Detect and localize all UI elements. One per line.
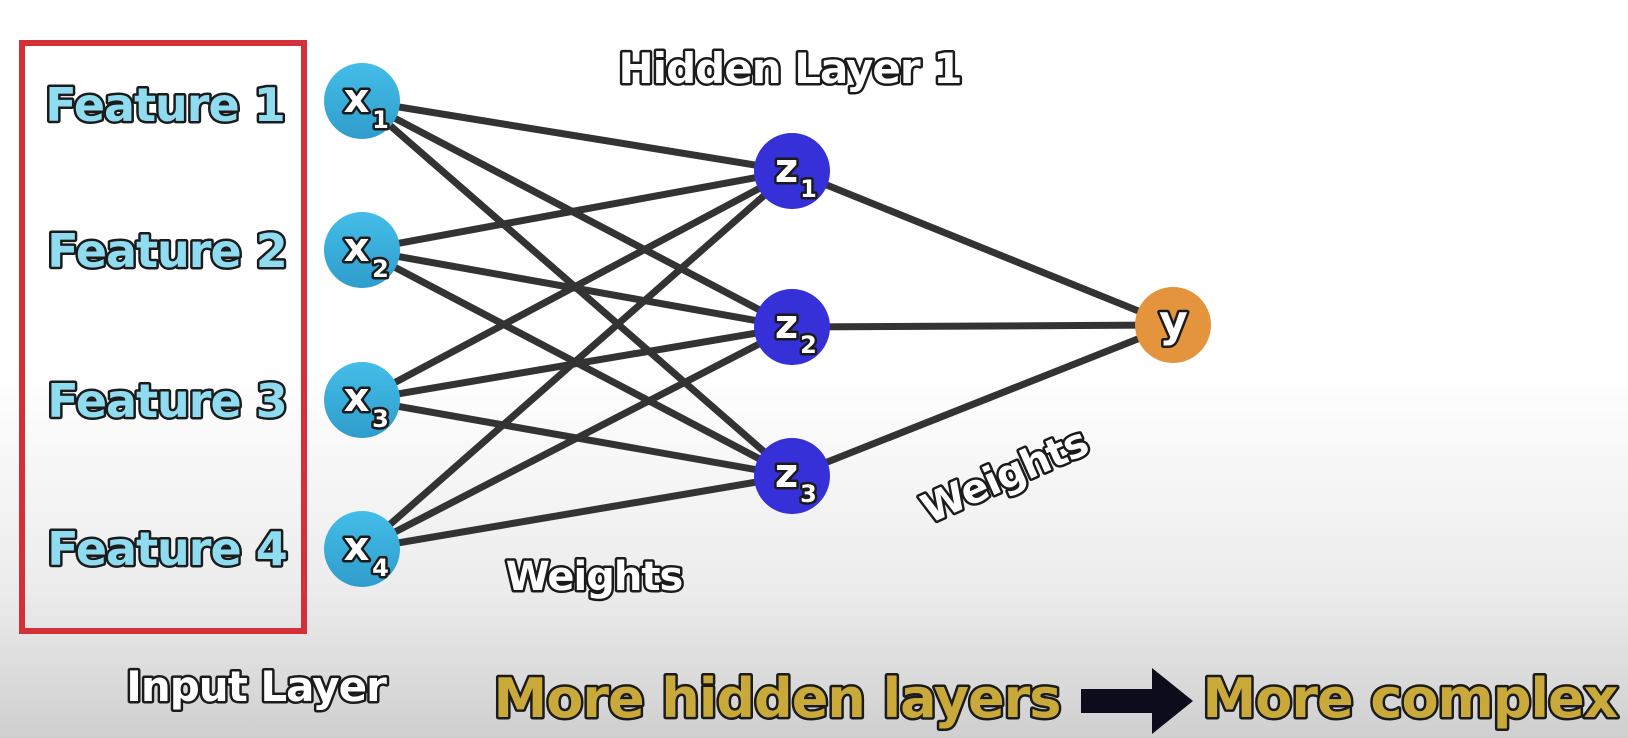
input-layer-label: Input Layer bbox=[126, 662, 387, 711]
svg-text:x: x bbox=[344, 76, 370, 122]
svg-text:z: z bbox=[775, 146, 797, 192]
svg-text:1: 1 bbox=[372, 106, 388, 134]
svg-text:2: 2 bbox=[800, 331, 816, 359]
svg-text:4: 4 bbox=[372, 554, 388, 582]
input-hidden-edge bbox=[358, 167, 796, 404]
weights-label: Weights bbox=[506, 554, 683, 600]
feature-label: Feature 3 bbox=[47, 374, 286, 428]
feature-label: Feature 2 bbox=[47, 224, 286, 278]
svg-text:x: x bbox=[344, 225, 370, 271]
svg-text:2: 2 bbox=[372, 255, 388, 283]
svg-text:z: z bbox=[775, 302, 797, 348]
svg-text:y: y bbox=[1159, 296, 1187, 347]
svg-text:z: z bbox=[775, 451, 797, 497]
feature-labels: Feature 1 Feature 2 Feature 3 Feature 4 bbox=[43, 76, 290, 579]
input-node: x 4 bbox=[324, 511, 400, 587]
weights-label-rotated: Weights bbox=[915, 419, 1095, 533]
output-node: y bbox=[1135, 287, 1211, 363]
hidden-node: z 1 bbox=[754, 133, 830, 209]
svg-text:3: 3 bbox=[800, 480, 816, 508]
hidden-nodes: z 1 z 2 z 3 bbox=[754, 133, 830, 514]
hidden-output-edge bbox=[788, 321, 1177, 331]
svg-text:x: x bbox=[344, 375, 370, 421]
input-hidden-edge bbox=[358, 323, 796, 553]
input-hidden-edge bbox=[358, 167, 796, 553]
hidden-output-edge bbox=[788, 167, 1177, 329]
svg-text:x: x bbox=[344, 524, 370, 570]
weight-connections bbox=[358, 97, 1177, 553]
hidden-node: z 3 bbox=[754, 438, 830, 514]
input-node: x 3 bbox=[324, 362, 400, 438]
input-hidden-edge bbox=[358, 97, 796, 175]
caption-more-complex: More complex bbox=[1203, 667, 1619, 730]
input-nodes: x 1 x 2 x 3 x 4 bbox=[324, 63, 400, 587]
input-hidden-edge bbox=[358, 472, 796, 553]
hidden-node: z 2 bbox=[754, 289, 830, 365]
input-layer-box bbox=[19, 40, 307, 634]
feature-label: Feature 4 bbox=[47, 522, 286, 576]
hidden-output-edge bbox=[788, 321, 1177, 480]
input-node: x 2 bbox=[324, 212, 400, 288]
svg-text:1: 1 bbox=[800, 175, 816, 203]
arrow-icon bbox=[1081, 668, 1193, 734]
hidden-layer-label: Hidden Layer 1 bbox=[619, 44, 962, 93]
feature-label: Feature 1 bbox=[45, 78, 284, 132]
input-node: x 1 bbox=[324, 63, 400, 139]
svg-text:3: 3 bbox=[372, 405, 388, 433]
caption-more-hidden-layers: More hidden layers bbox=[494, 667, 1061, 730]
input-hidden-edge bbox=[358, 167, 796, 254]
